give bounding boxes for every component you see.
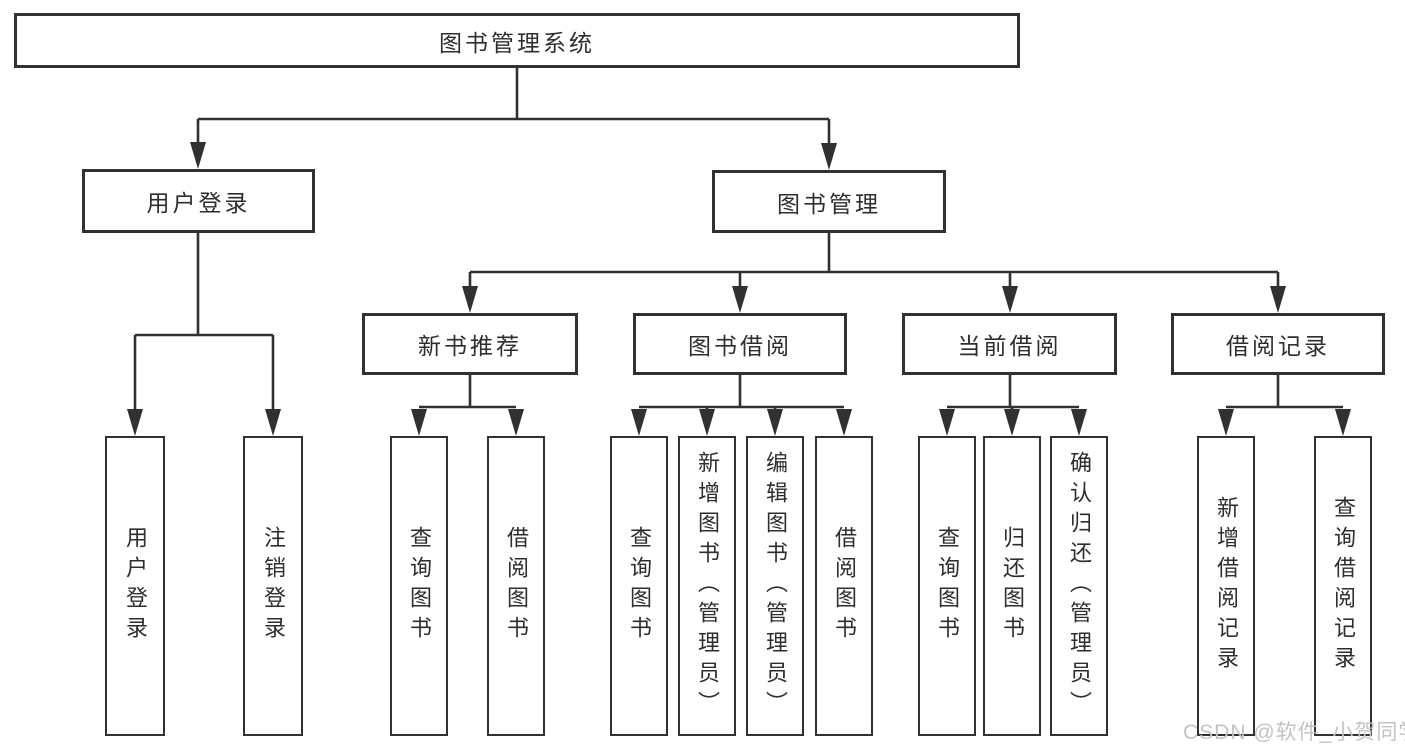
node-user-login-module: 用户登录 (82, 169, 315, 233)
connector-newrec-to-leaves (419, 375, 516, 409)
leaf-add-books-admin: 新增图书（管理员） (678, 436, 736, 736)
arrowhead (1004, 409, 1020, 436)
arrowhead (699, 409, 715, 436)
node-book-borrowing: 图书借阅 (633, 313, 847, 375)
leaf-user-login: 用户登录 (105, 436, 165, 736)
leaf-query-books: 查询图书 (610, 436, 668, 736)
arrowhead (265, 409, 281, 436)
arrowhead (939, 409, 955, 436)
leaf-return-books: 归还图书 (983, 436, 1041, 736)
node-new-book-recommendation: 新书推荐 (362, 313, 578, 375)
arrowhead (508, 409, 524, 436)
leaf-edit-books-admin: 编辑图书（管理员） (746, 436, 804, 736)
arrowhead (1218, 409, 1234, 436)
csdn-watermark: CSDN @软件_小贺同学 (1183, 721, 1405, 744)
connector-login-to-leaves (133, 233, 275, 412)
leaf-borrow-books: 借阅图书 (487, 436, 545, 736)
arrowhead (767, 409, 783, 436)
arrowhead (836, 409, 852, 436)
arrowhead (462, 286, 478, 313)
arrowhead (631, 409, 647, 436)
arrowhead (190, 142, 206, 169)
arrowhead (1002, 286, 1018, 313)
leaf-query-borrow-record: 查询借阅记录 (1314, 436, 1372, 736)
leaf-logout: 注销登录 (243, 436, 303, 736)
node-root-system: 图书管理系统 (14, 13, 1020, 68)
leaf-query-books: 查询图书 (918, 436, 976, 736)
connector-borrow-to-leaves (639, 375, 844, 412)
arrowhead (1270, 286, 1286, 313)
arrowhead (732, 286, 748, 313)
arrowhead (1071, 409, 1087, 436)
arrowhead (127, 409, 143, 436)
leaf-add-borrow-record: 新增借阅记录 (1197, 436, 1255, 736)
node-borrowing-records: 借阅记录 (1171, 313, 1385, 375)
leaf-query-books: 查询图书 (390, 436, 448, 736)
arrowhead (411, 409, 427, 436)
leaf-confirm-return-admin: 确认归还（管理员） (1050, 436, 1108, 736)
node-current-borrowing: 当前借阅 (902, 313, 1117, 375)
connector-root-to-level2 (196, 68, 831, 145)
connector-records-to-leaves (1226, 375, 1343, 409)
leaf-borrow-books: 借阅图书 (815, 436, 873, 736)
arrowhead (1335, 409, 1351, 436)
connector-current-to-leaves (947, 375, 1079, 412)
node-book-management-module: 图书管理 (712, 170, 946, 233)
connector-bookmgmt-to-level3 (468, 233, 1280, 289)
arrowhead (821, 143, 837, 170)
